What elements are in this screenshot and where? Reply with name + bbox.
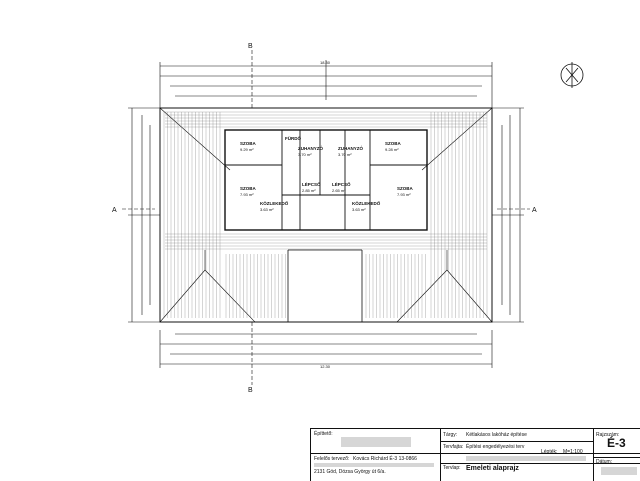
title-block: Építtető: Felelős tervező: Kovács Richár… — [310, 428, 640, 481]
scale-label: Lépték: — [541, 449, 558, 455]
room-area: 9.29 m² — [240, 147, 254, 152]
plan-type-redaction — [466, 456, 586, 461]
room-label: KÖZLEKEDŐ — [260, 200, 289, 206]
room-label: ZUHANYZÓ — [298, 144, 323, 151]
sheet-value: É-3 — [607, 436, 626, 450]
section-a-right-label: A — [532, 207, 537, 214]
room-label: FÜRDŐ — [285, 135, 301, 141]
plan-type-value: Építési engedélyezési terv — [466, 444, 525, 450]
date-label: Dátum: — [596, 459, 613, 465]
room-area: 3.63 m² — [352, 207, 366, 212]
scale-value: M=1:100 — [563, 449, 583, 455]
section-b-top-label: B — [248, 43, 253, 50]
content-label: Tervlap: — [443, 465, 461, 471]
room-area: 2.85 m² — [302, 188, 316, 193]
subject-value: Kétlakásos lakóház építése — [466, 432, 527, 438]
room-label: ZUHANYZÓ — [338, 144, 363, 151]
room-label: SZOBA — [397, 186, 414, 191]
room-label: SZOBA — [385, 141, 402, 146]
client-label: Építtető: — [314, 431, 333, 437]
designer-value: Kovács Richárd É-3 13-0866 — [353, 456, 417, 462]
room-label: SZOBA — [240, 186, 257, 191]
room-label: SZOBA — [240, 141, 257, 146]
content-value: Emeleti alaprajz — [466, 465, 519, 472]
designer-label: Felelős tervező: — [314, 456, 350, 462]
room-label: LÉPCSŐ — [332, 180, 351, 187]
room-area: 3.63 m² — [260, 207, 274, 212]
overall-dimension-top: 18.30 — [320, 60, 331, 65]
room-area: 3.70 m² — [298, 152, 312, 157]
room-label: LÉPCSŐ — [302, 180, 321, 187]
subject-label: Tárgy: — [443, 432, 458, 438]
room-area: 9.28 m² — [385, 147, 399, 152]
room-area: 7.93 m² — [240, 192, 254, 197]
section-a-left-label: A — [112, 207, 117, 214]
plan-type-label: Tervfajta: — [443, 444, 464, 450]
room-area: 3.70 m² — [338, 152, 352, 157]
room-label: KÖZLEKEDŐ — [352, 200, 381, 206]
room-area: 2.65 m² — [332, 188, 346, 193]
overall-dimension-bottom: 12.30 — [320, 364, 331, 369]
room-area: 7.93 m² — [397, 192, 411, 197]
client-value-redacted — [341, 437, 411, 447]
designer-address: 2131 Göd, Dózsa György út 6/a. — [314, 469, 386, 475]
section-b-bottom-label: B — [248, 387, 253, 394]
sheet-label: Rajzszám: — [596, 432, 620, 438]
designer-redaction — [314, 463, 434, 467]
date-redaction — [601, 467, 637, 475]
